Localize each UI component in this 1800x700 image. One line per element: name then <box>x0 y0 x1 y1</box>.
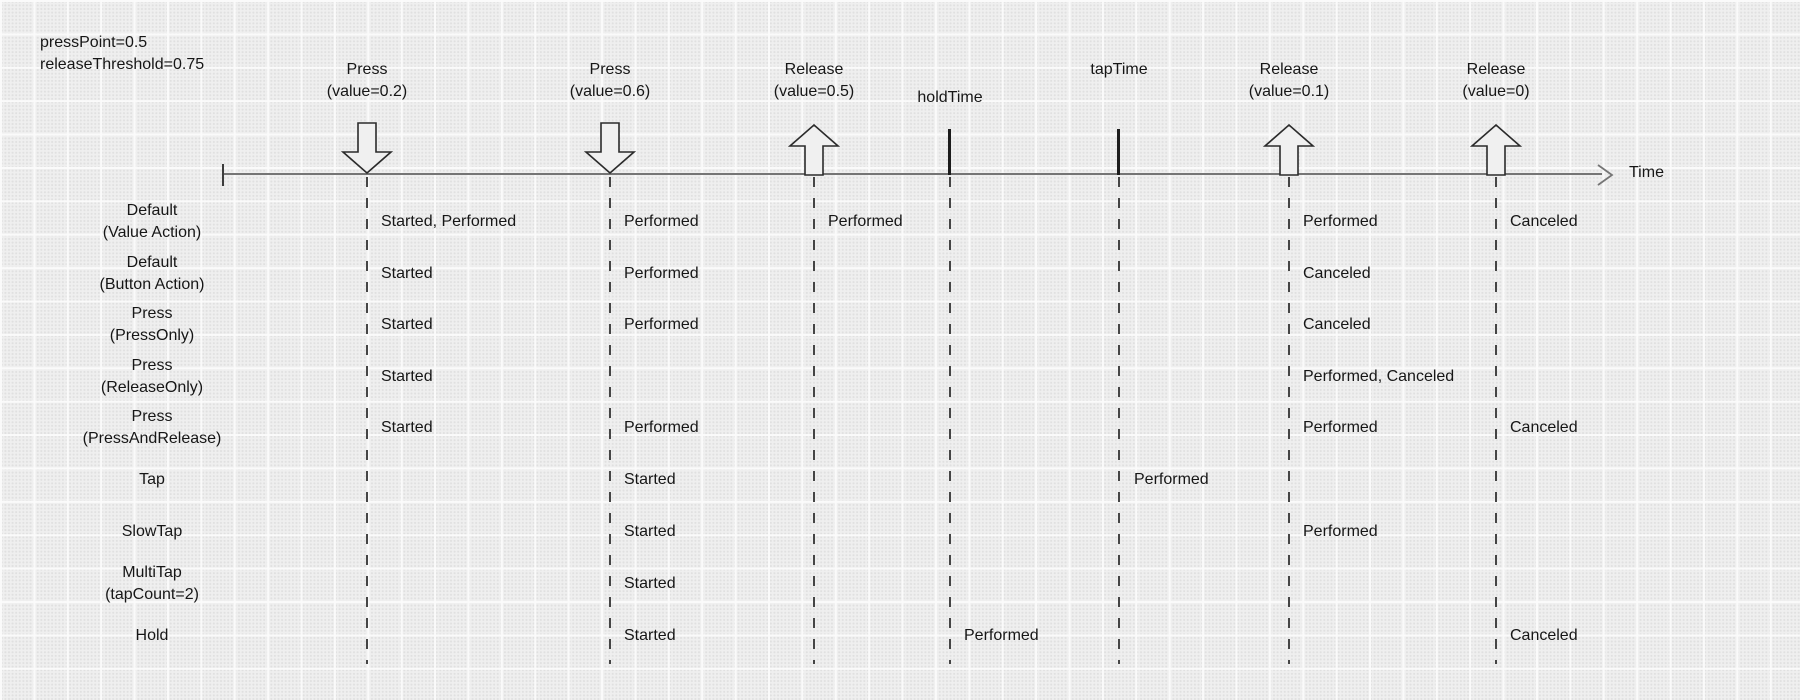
phase-cell: Started <box>381 316 433 333</box>
phase-cell: Performed <box>1303 523 1378 540</box>
phase-cell: Performed <box>1303 419 1378 436</box>
row-label-default-button-action: Default(Button Action) <box>99 254 205 293</box>
phase-cell: Started <box>624 575 676 592</box>
time-axis-label: Time <box>1629 164 1664 181</box>
event-label: Release (value=0.5) <box>773 61 855 100</box>
time-axis <box>224 173 1602 175</box>
event-label: Release (value=0) <box>1462 61 1530 100</box>
phase-cell: Canceled <box>1510 419 1578 436</box>
phase-cell: Performed <box>828 213 903 230</box>
phase-cell: Started <box>381 265 433 282</box>
row-label-press-pressonly: Press(PressOnly) <box>109 305 195 344</box>
phase-cell: Started <box>624 523 676 540</box>
event-label: Press (value=0.2) <box>326 61 408 100</box>
release-up-arrow-icon <box>1263 124 1315 176</box>
phase-cell: Canceled <box>1510 627 1578 644</box>
event-label: holdTime <box>917 89 983 106</box>
event-dashed-line <box>1495 177 1497 664</box>
phase-cell: Performed <box>1303 213 1378 230</box>
row-label-press-pressandrelease: Press(PressAndRelease) <box>82 408 222 447</box>
phase-cell: Started <box>381 419 433 436</box>
event-dashed-line <box>949 177 951 664</box>
phase-cell: Started, Performed <box>381 213 517 230</box>
row-label-press-releaseonly: Press(ReleaseOnly) <box>100 357 204 396</box>
phase-cell: Performed, Canceled <box>1303 368 1455 385</box>
taptime-tick <box>1117 129 1120 175</box>
release-threshold-param: releaseThreshold=0.75 <box>40 56 205 73</box>
phase-cell: Canceled <box>1510 213 1578 230</box>
phase-cell: Performed <box>624 316 699 333</box>
event-dashed-line <box>609 177 611 664</box>
release-up-arrow-icon <box>1470 124 1522 176</box>
press-point-param: pressPoint=0.5 <box>40 34 148 51</box>
row-label-tap: Tap <box>139 471 165 488</box>
parameters-block: pressPoint=0.5 releaseThreshold=0.75 <box>40 32 204 76</box>
phase-cell: Performed <box>964 627 1039 644</box>
time-axis-arrowhead-icon <box>1596 163 1616 187</box>
event-dashed-line <box>1118 177 1120 664</box>
phase-cell: Started <box>624 627 676 644</box>
phase-cell: Canceled <box>1303 265 1371 282</box>
event-dashed-line <box>1288 177 1290 664</box>
row-label-default-value-action: Default(Value Action) <box>102 202 202 241</box>
row-label-slowtap: SlowTap <box>121 523 183 540</box>
release-up-arrow-icon <box>788 124 840 176</box>
event-dashed-line <box>813 177 815 664</box>
event-label: Release (value=0.1) <box>1248 61 1330 100</box>
phase-cell: Performed <box>624 265 699 282</box>
event-label: Press (value=0.6) <box>569 61 651 100</box>
phase-cell: Performed <box>1134 471 1209 488</box>
row-label-multitap: MultiTap(tapCount=2) <box>105 564 199 603</box>
phase-cell: Started <box>381 368 433 385</box>
phase-cell: Canceled <box>1303 316 1371 333</box>
event-dashed-line <box>366 177 368 664</box>
axis-start-tick <box>222 164 224 186</box>
phase-cell: Performed <box>624 419 699 436</box>
phase-cell: Performed <box>624 213 699 230</box>
holdtime-tick <box>948 129 951 175</box>
press-down-arrow-icon <box>341 122 393 174</box>
event-label: tapTime <box>1090 61 1148 78</box>
press-down-arrow-icon <box>584 122 636 174</box>
row-label-hold: Hold <box>135 627 169 644</box>
phase-cell: Started <box>624 471 676 488</box>
